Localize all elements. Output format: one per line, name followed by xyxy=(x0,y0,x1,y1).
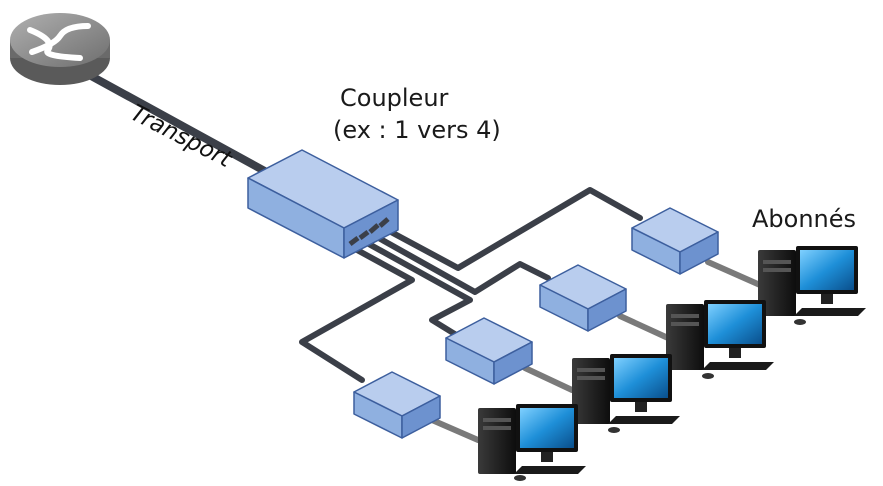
coupler-ratio-label: (ex : 1 vers 4) xyxy=(333,116,501,144)
cable-to-terminal-1 xyxy=(375,187,643,271)
subscribers-label: Abonnés xyxy=(752,205,857,233)
computer-4 xyxy=(478,404,586,481)
cable-to-terminal-2 xyxy=(365,229,551,295)
terminal-3 xyxy=(445,317,533,385)
coupler-ports xyxy=(348,217,390,246)
computer-2 xyxy=(666,300,774,379)
computer-3 xyxy=(572,354,680,433)
drop-cables xyxy=(429,259,763,443)
coupler-box xyxy=(247,149,399,259)
terminal-1 xyxy=(631,207,719,275)
computer-1 xyxy=(758,246,866,325)
cable-to-terminal-4 xyxy=(299,242,415,383)
cable-to-terminal-3 xyxy=(355,235,473,339)
coupler-label: Coupleur xyxy=(340,84,449,112)
router-icon xyxy=(10,13,110,85)
transport-cable xyxy=(58,56,276,179)
terminal-4 xyxy=(353,371,441,439)
distribution-cables xyxy=(299,187,643,383)
terminal-2 xyxy=(539,264,627,332)
